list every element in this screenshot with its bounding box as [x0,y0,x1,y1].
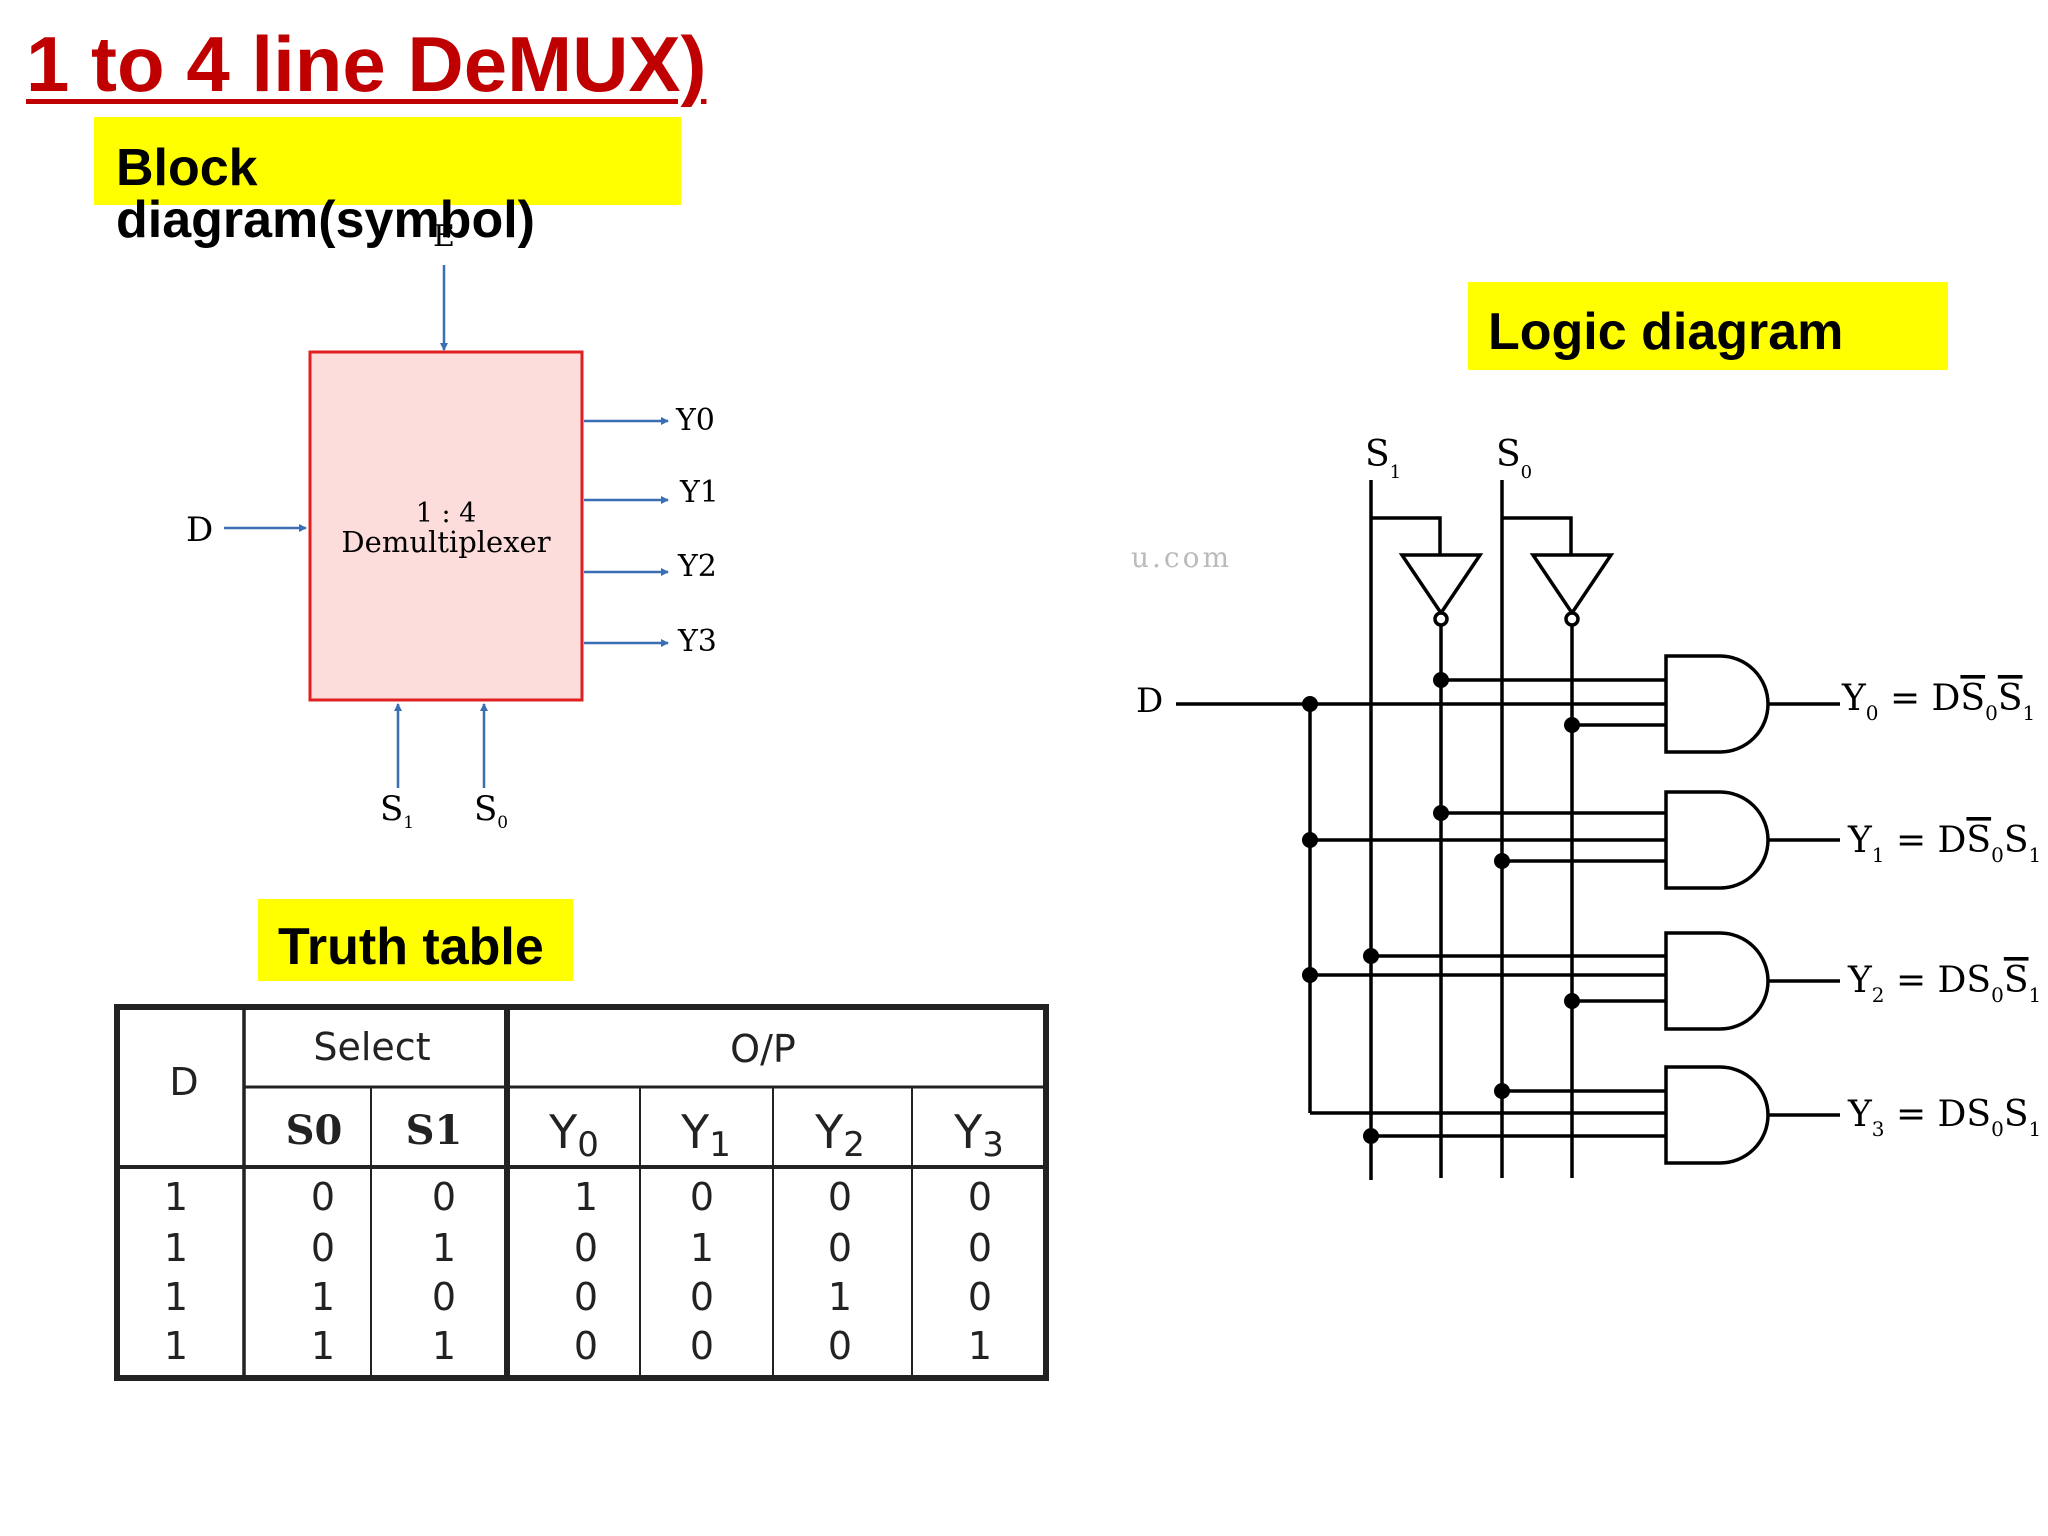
demux-ratio: 1 : 4 [416,498,477,529]
s1-inverter [1398,553,1484,617]
junction-dot [1494,853,1510,869]
table-cell: 0 [432,1175,456,1219]
table-cell: 0 [968,1175,992,1219]
block-output-y3: Y3 [677,624,717,659]
junction-dot [1564,993,1580,1009]
output-col-header: Y1 [680,1105,731,1165]
enable-label: E [433,219,455,254]
output-col-header: Y2 [814,1105,865,1165]
table-cell: 0 [968,1226,992,1270]
table-cell: 0 [574,1324,598,1368]
output-expressions: Y0 = DS0S1 Y1 = DS0S1 Y2 = DS0S1 Y3 = DS… [1841,678,2041,1141]
table-cell: 0 [690,1324,714,1368]
table-cell: 0 [574,1226,598,1270]
truth-table-label: Truth table [258,899,573,981]
logic-select-s1: S1 [1365,434,1401,483]
junction-dot [1564,717,1580,733]
block-output-y0: Y0 [675,403,715,438]
table-cell: 1 [164,1275,188,1319]
data-input-label: D [186,510,213,550]
op-header: O/P [730,1027,796,1071]
table-cell: 1 [432,1226,456,1270]
table-subheaders: S0 S1 Y0 Y1 Y2 Y3 [286,1105,1004,1165]
page-title: 1 to 4 line DeMUX) [26,20,707,108]
block-output-y2: Y2 [677,549,717,584]
truth-table-text: D Select O/P S0 S1 Y0 Y1 Y2 Y3 1 0 0 1 0 0 0 1 0 1 0 1 0 0… [164,1025,1004,1368]
truth-table [114,1004,1049,1381]
logic-diagram: S1 S0 u.com D [1131,434,2041,1180]
table-cell: 1 [164,1175,188,1219]
select-col-header: S0 [286,1107,343,1154]
table-cell: 1 [311,1275,335,1319]
junctions [1302,672,1580,1144]
table-cell: 1 [828,1275,852,1319]
expr-y2: Y2 = DS0S1 [1847,960,2041,1007]
table-cell: 1 [311,1324,335,1368]
s0-inverter-bubble [1564,611,1580,627]
block-diagram-label: Block diagram(symbol) [94,117,681,246]
output-col-header: Y3 [953,1105,1004,1165]
junction-dot [1302,832,1318,848]
and-gate-y2 [1664,931,1770,1031]
table-cell: 0 [828,1175,852,1219]
s0-inverter [1529,553,1615,617]
block-output-y1: Y1 [679,475,719,510]
table-cell: 1 [574,1175,598,1219]
s0-inverter-tap [1502,516,1573,555]
table-cell: 0 [311,1226,335,1270]
select-col-header: S1 [406,1107,463,1154]
and-gate-y0 [1664,654,1770,754]
table-cell: 0 [690,1175,714,1219]
expr-y3: Y3 = DS0S1 [1847,1094,2041,1141]
table-outer-border [114,1004,1049,1381]
table-cell: 0 [574,1275,598,1319]
demux-block [308,350,584,702]
and-gate-y1 [1664,790,1770,890]
watermark: u.com [1131,541,1232,574]
table-cell: 0 [828,1324,852,1368]
junction-dot [1302,696,1318,712]
table-cell: 0 [311,1175,335,1219]
col-d-header: D [169,1060,198,1104]
junction-dot [1363,1128,1379,1144]
table-cell: 0 [828,1226,852,1270]
table-cell: 1 [164,1324,188,1368]
output-col-header: Y0 [548,1105,599,1165]
table-cell: 1 [432,1324,456,1368]
s1-inverter-bubble [1433,611,1449,627]
logic-select-s0: S0 [1496,434,1532,483]
logic-diagram-label: Logic diagram [1468,282,1948,370]
expr-y1: Y1 = DS0S1 [1847,820,2041,867]
junction-dot [1494,1083,1510,1099]
junction-dot [1433,805,1449,821]
block-select-s1: S1 [380,789,414,833]
block-select-s0: S0 [474,789,508,833]
table-body: 1 0 0 1 0 0 0 1 0 1 0 1 0 0 1 1 0 0 0 1 0 1 1 1 0 0 0 1 [164,1175,992,1368]
table-cell: 1 [690,1226,714,1270]
table-cell: 1 [968,1324,992,1368]
logic-input-d: D [1136,681,1163,721]
select-header: Select [313,1025,430,1069]
table-cell: 1 [164,1226,188,1270]
block-diagram: E 1 : 4 Demultiplexer D Y0 Y1 Y2 Y3 S1 S… [186,219,719,833]
demux-name: Demultiplexer [341,525,550,559]
junction-dot [1302,967,1318,983]
and-gate-y3 [1664,1065,1770,1165]
s1-inverter-tap [1371,516,1442,555]
table-cell: 0 [690,1275,714,1319]
junction-dot [1363,948,1379,964]
table-cell: 0 [432,1275,456,1319]
table-cell: 0 [968,1275,992,1319]
expr-y0: Y0 = DS0S1 [1841,678,2035,725]
junction-dot [1433,672,1449,688]
